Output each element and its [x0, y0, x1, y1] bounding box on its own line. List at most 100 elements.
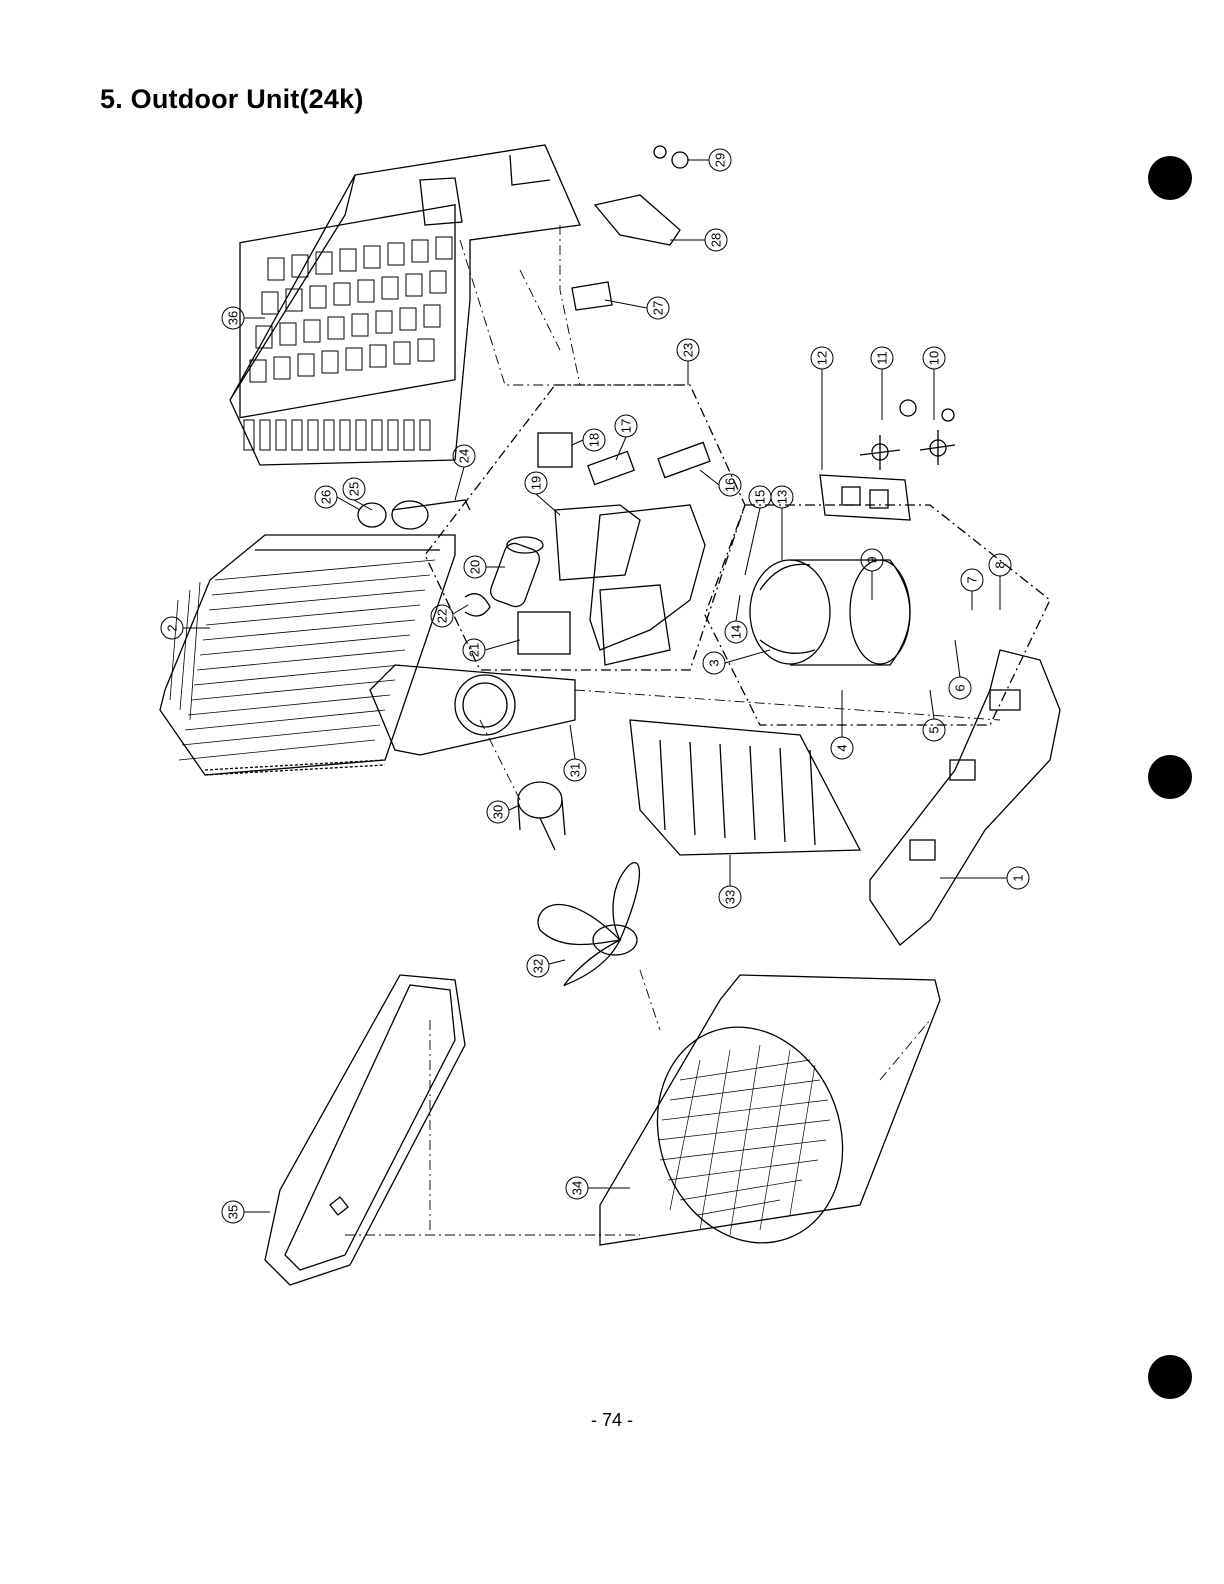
callout-12: [810, 346, 834, 470]
callout-14: [724, 594, 748, 644]
callout-3: [702, 649, 771, 675]
bracket-part: [571, 281, 613, 311]
callout-9: [860, 548, 884, 600]
callout-31: [563, 724, 587, 782]
callout-number: 21: [467, 643, 482, 657]
callout-1: [940, 866, 1030, 890]
sensor-assembly-part: [357, 499, 471, 530]
assembly-lines: [345, 225, 1001, 1236]
callout-number: 22: [435, 609, 450, 623]
callout-2: [160, 616, 210, 640]
base-pan-part: [629, 719, 862, 856]
callout-21: [462, 638, 521, 662]
callout-number: 32: [531, 959, 546, 973]
side-panel-part: [869, 649, 1061, 946]
callout-number: 14: [729, 625, 744, 639]
callout-29: [688, 148, 732, 172]
reactor-part: [517, 611, 571, 655]
callout-4: [830, 690, 854, 760]
callout-number: 3: [707, 659, 722, 666]
callout-number: 10: [927, 351, 942, 365]
compressor-part: [749, 559, 911, 666]
top-cover-part: [229, 144, 581, 466]
callout-number: 11: [875, 351, 890, 365]
callout-23: [676, 338, 700, 385]
callout-20: [463, 555, 505, 579]
callout-number: 25: [347, 482, 362, 496]
callout-27: [604, 296, 670, 320]
callout-number: 18: [587, 433, 602, 447]
callout-number: 29: [713, 153, 728, 167]
cap-part: [653, 145, 667, 159]
callout-35: [221, 1200, 270, 1224]
callout-number: 6: [953, 684, 968, 691]
callout-5: [922, 689, 946, 742]
callout-30: [486, 800, 521, 824]
callout-number: 24: [457, 449, 472, 463]
callout-18: [571, 428, 606, 452]
callout-26: [314, 485, 361, 511]
callout-number: 5: [927, 726, 942, 733]
callout-number: 34: [570, 1181, 585, 1195]
callout-number: 12: [815, 351, 830, 365]
callout-28: [670, 228, 728, 252]
callout-11: [870, 346, 894, 420]
callout-number: 26: [319, 490, 334, 504]
page-number: - 74 -: [590, 1410, 633, 1430]
punch-hole-bottom: [1148, 1355, 1192, 1399]
callout-16: [699, 469, 742, 497]
callout-number: 36: [226, 311, 241, 325]
punch-hole-top: [1148, 156, 1192, 200]
page-title: 5. Outdoor Unit(24k): [100, 84, 364, 114]
callout-34: [565, 1176, 630, 1200]
callouts: [160, 148, 1030, 1224]
callout-number: 15: [753, 490, 768, 504]
callout-number: 20: [468, 560, 483, 574]
control-box-body: [589, 504, 706, 651]
callout-7: [960, 568, 984, 610]
terminal-block-part: [537, 432, 573, 468]
callout-33: [718, 855, 742, 909]
callout-number: 30: [491, 805, 506, 819]
callout-25: [342, 477, 373, 511]
callout-36: [221, 306, 265, 330]
callout-number: 27: [651, 301, 666, 315]
control-box-outline: [424, 384, 746, 671]
callout-number: 23: [681, 343, 696, 357]
service-valves-part: [859, 399, 956, 470]
capacitor-part: [489, 536, 544, 608]
callout-8: [988, 553, 1012, 610]
pcb-part: [554, 504, 641, 581]
callout-number: 17: [619, 419, 634, 433]
valve-cover-part: [593, 194, 681, 246]
terminal-strip-16-part: [657, 441, 711, 479]
propeller-fan-part: [537, 862, 641, 987]
callout-number: 1: [1011, 874, 1026, 881]
front-panel-part: [599, 974, 941, 1246]
punch-hole-middle: [1148, 755, 1192, 799]
callout-number: 9: [865, 556, 880, 563]
callout-15: [744, 485, 772, 576]
clamp-part: [464, 593, 491, 617]
callout-number: 4: [835, 744, 850, 751]
condenser-coil-part: [159, 534, 456, 776]
valve-plate-part: [819, 474, 911, 521]
callout-number: 19: [529, 476, 544, 490]
callout-number: 8: [993, 561, 1008, 568]
motor-bracket-part: [369, 664, 576, 756]
compressor-group-outline: [704, 504, 1051, 726]
side-grille-part: [264, 974, 466, 1286]
callout-number: 2: [165, 624, 180, 631]
callout-number: 33: [723, 890, 738, 904]
callout-24: [452, 444, 476, 501]
callout-number: 31: [568, 763, 583, 777]
callout-number: 16: [723, 478, 738, 492]
callout-32: [526, 954, 566, 978]
callout-number: 7: [965, 576, 980, 583]
callout-10: [922, 346, 946, 420]
callout-19: [524, 471, 561, 516]
callout-number: 28: [709, 233, 724, 247]
callout-22: [430, 604, 469, 628]
callout-number: 35: [226, 1205, 241, 1219]
